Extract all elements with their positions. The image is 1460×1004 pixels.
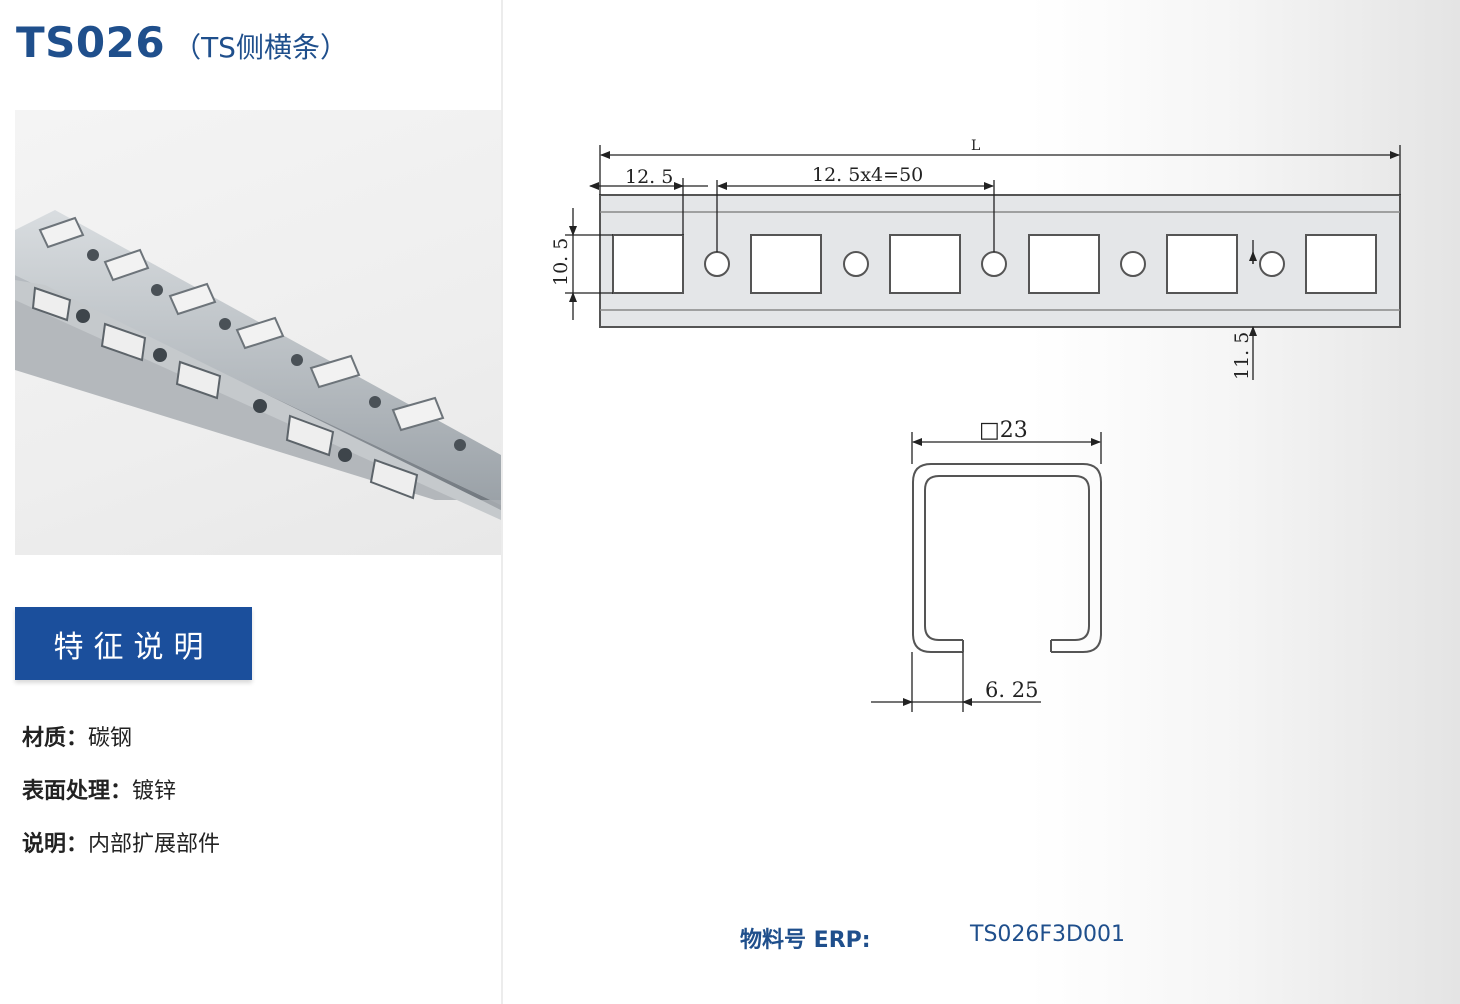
product-subtitle: （TS侧横条） bbox=[173, 31, 348, 64]
dim-length bbox=[599, 145, 1401, 195]
page-title: TS026（TS侧横条） bbox=[16, 18, 348, 67]
spec-surface-key: 表面处理： bbox=[22, 779, 133, 804]
spec-material: 材质：碳钢 bbox=[22, 720, 132, 752]
dim-section-gap bbox=[871, 652, 1041, 712]
product-photo bbox=[15, 110, 501, 555]
dim-pitch-total-label: 12. 5x4=50 bbox=[812, 164, 923, 186]
rail-front-view bbox=[599, 194, 1401, 328]
product-code: TS026 bbox=[16, 18, 166, 67]
dim-length-label: L bbox=[971, 138, 980, 154]
rail-cross-section bbox=[912, 463, 1102, 653]
dim-height-label: 10. 5 bbox=[550, 238, 572, 286]
spec-material-key: 材质： bbox=[22, 726, 89, 751]
spec-surface: 表面处理：镀锌 bbox=[22, 773, 176, 805]
drawing-panel bbox=[503, 0, 1460, 1004]
erp-value: TS026F3D001 bbox=[970, 922, 1125, 947]
dim-height bbox=[565, 208, 613, 320]
spec-description-key: 说明： bbox=[22, 832, 89, 857]
erp-info: 物料号 ERP: TS026F3D001 bbox=[740, 922, 1125, 954]
dim-section-size-label: □23 bbox=[979, 418, 1028, 443]
rail-photo-illustration bbox=[15, 210, 501, 520]
spec-surface-value: 镀锌 bbox=[132, 779, 177, 804]
technical-drawing: L 12. 5 12. 5x4=50 10. 5 11. 5 bbox=[550, 138, 1401, 712]
dim-first-pitch-label: 12. 5 bbox=[625, 166, 673, 188]
dim-section-gap-label: 6. 25 bbox=[985, 678, 1038, 702]
spec-description: 说明：内部扩展部件 bbox=[22, 826, 220, 858]
panel-divider bbox=[501, 0, 503, 1004]
dim-hole-offset-label: 11. 5 bbox=[1231, 332, 1253, 380]
dim-section-size bbox=[911, 432, 1102, 464]
spec-material-value: 碳钢 bbox=[88, 726, 133, 751]
dim-first-pitch bbox=[589, 178, 708, 235]
feature-description-button[interactable]: 特征说明 bbox=[15, 607, 252, 680]
dim-pitch-total bbox=[716, 180, 995, 252]
spec-description-value: 内部扩展部件 bbox=[88, 832, 221, 857]
left-panel: TS026（TS侧横条） bbox=[0, 0, 501, 1004]
erp-label: 物料号 ERP: bbox=[740, 928, 871, 953]
